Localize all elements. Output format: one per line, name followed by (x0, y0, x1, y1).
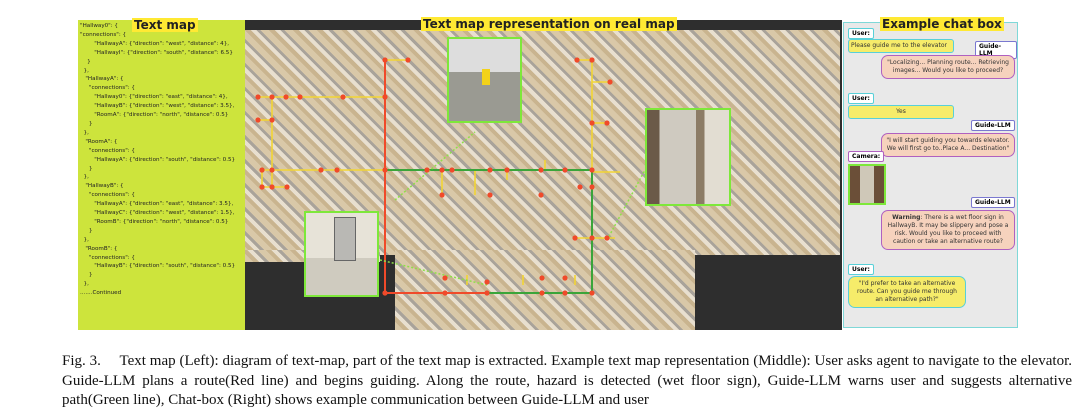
chat-box: User: Please guide me to the elevator Gu… (843, 22, 1018, 328)
user-message: Yes (848, 105, 954, 119)
speaker-guide-llm: Guide-LLM (971, 120, 1015, 131)
stairs-photo (645, 108, 731, 206)
floor-plan-lower (395, 250, 695, 330)
user-message: "I'd prefer to take an alternative route… (848, 276, 966, 308)
text-map-title: Text map (132, 18, 198, 32)
map-title: Text map representation on real map (421, 17, 677, 31)
alternative-route-line (385, 169, 593, 294)
speaker-user: User: (848, 264, 874, 275)
wet-floor-sign-icon (482, 69, 490, 85)
guide-llm-message: "Localizing... Planning route... Retriev… (881, 55, 1015, 79)
figure-caption: Fig. 3. Text map (Left): diagram of text… (62, 353, 1072, 408)
text-map-panel: "Hallway0": { "connections": { "HallwayA… (78, 20, 245, 330)
speaker-user: User: (848, 28, 874, 39)
wet-floor-sign-photo (447, 37, 522, 123)
user-message: Please guide me to the elevator (848, 39, 954, 53)
warning-message: Warning: There is a wet floor sign in Ha… (881, 210, 1015, 250)
speaker-guide-llm: Guide-LLM (971, 197, 1015, 208)
route-nodes (255, 57, 613, 296)
real-map (245, 20, 842, 330)
speaker-camera: Camera: (848, 151, 885, 162)
camera-image (848, 164, 886, 205)
warning-label: Warning (892, 214, 921, 221)
speaker-user: User: (848, 93, 874, 104)
warning-text: : There is a wet floor sign in HallwayB.… (887, 214, 1009, 245)
elevator-photo (304, 211, 379, 297)
route-graph (255, 57, 646, 296)
chat-title: Example chat box (880, 17, 1004, 31)
guide-llm-message: "I will start guiding you towards elevat… (881, 133, 1015, 157)
elevator-door-icon (334, 217, 356, 261)
